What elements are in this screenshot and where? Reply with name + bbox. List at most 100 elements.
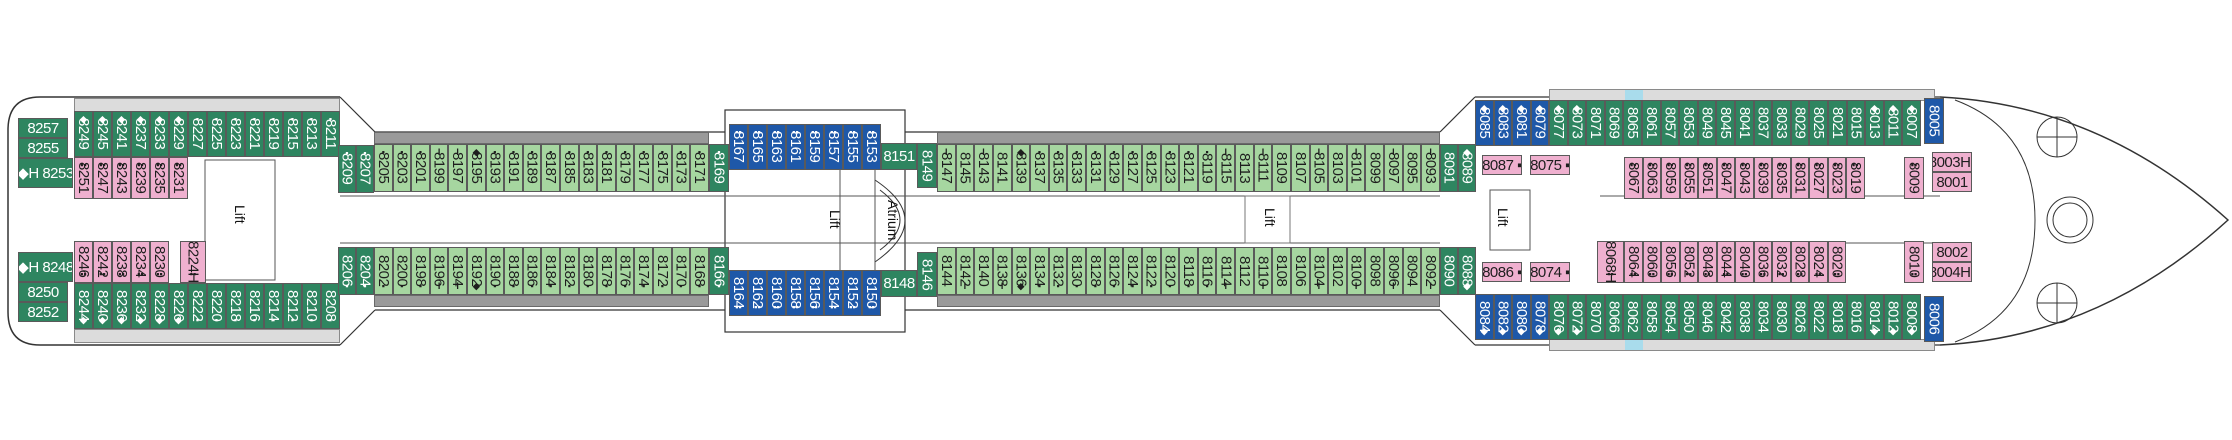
cabin-8060[interactable]: 8060▪▪ (1642, 241, 1661, 283)
cabin-8144[interactable]: 8144 (937, 247, 956, 295)
cabin-8103[interactable]: 8103 (1328, 144, 1347, 192)
cabin-8028[interactable]: 8028▪▪ (1790, 241, 1809, 283)
cabin-8113[interactable]: 8113 (1235, 144, 1254, 192)
cabin-8150[interactable]: 8150▪▪ (862, 270, 881, 316)
cabin-8246[interactable]: 8246▪▪ (74, 241, 93, 283)
cabin-8102[interactable]: 8102 (1328, 247, 1347, 295)
cabin-8252[interactable]: 8252 (18, 302, 68, 322)
cabin-8141[interactable]: 8141 (992, 144, 1012, 192)
cabin-8224H[interactable]: 8224H▪▪ (180, 241, 206, 283)
cabin-8082[interactable]: 8082◆ (1493, 294, 1512, 340)
cabin-8081[interactable]: 8081◆ (1512, 100, 1531, 146)
cabin-8148[interactable]: 8148 (881, 270, 917, 297)
cabin-8121[interactable]: 8121▪ (1179, 144, 1198, 192)
cabin-8190[interactable]: 8190▪ (485, 247, 505, 295)
cabin-8237[interactable]: 8237◆ (131, 111, 150, 157)
cabin-8139[interactable]: 8139◆ (1011, 144, 1031, 192)
cabin-8048[interactable]: 8048▪▪ (1698, 241, 1717, 283)
cabin-8134[interactable]: 8134▪ (1030, 247, 1049, 295)
cabin-8073[interactable]: 8073◆ (1567, 100, 1587, 146)
cabin-8154[interactable]: 8154▪▪ (824, 270, 843, 316)
cabin-8212[interactable]: 8212▪ (283, 283, 302, 329)
cabin-8127[interactable]: 8127▪ (1123, 144, 1142, 192)
cabin-8031[interactable]: 8031▪▪ (1790, 157, 1809, 199)
cabin-8056[interactable]: 8056▪▪ (1661, 241, 1680, 283)
cabin-8040[interactable]: 8040▪▪ (1735, 241, 1754, 283)
cabin-8099[interactable]: 8099 (1365, 144, 1385, 192)
cabin-8135[interactable]: 8135▪ (1048, 144, 1068, 192)
cabin-8176[interactable]: 8176▪ (615, 247, 635, 295)
cabin-8244[interactable]: 8244◆ (74, 283, 93, 329)
cabin-8198[interactable]: 8198▪ (411, 247, 430, 295)
cabin-8065[interactable]: 8065 (1623, 100, 1642, 146)
cabin-8119[interactable]: 8119▪ (1197, 144, 1217, 192)
cabin-8050[interactable]: 8050 (1679, 294, 1698, 340)
cabin-8070[interactable]: 8070 (1586, 294, 1605, 340)
cabin-8013[interactable]: 8013◆ (1865, 100, 1884, 146)
cabin-8172[interactable]: 8172▪ (653, 247, 672, 295)
cabin-8069[interactable]: 8069 (1604, 100, 1624, 146)
cabin-8168[interactable]: 8168▪ (690, 247, 709, 295)
cabin-8053[interactable]: 8053 (1679, 100, 1698, 146)
cabin-8232[interactable]: 8232◆ (131, 283, 150, 329)
cabin-8151[interactable]: 8151 (881, 143, 917, 170)
cabin-8007[interactable]: 8007◆ (1902, 100, 1921, 146)
cabin-8242[interactable]: 8242▪▪ (93, 241, 112, 283)
cabin-8159[interactable]: 8159▪▪ (805, 124, 824, 170)
cabin-8132[interactable]: 8132▪ (1048, 247, 1068, 295)
cabin-8220[interactable]: 8220▪ (207, 283, 226, 329)
cabin-8235[interactable]: 8235▪▪ (150, 157, 169, 199)
cabin-8216[interactable]: 8216▪ (245, 283, 264, 329)
cabin-8152[interactable]: 8152▪▪ (843, 270, 862, 316)
cabin-8039[interactable]: 8039▪▪ (1753, 157, 1772, 199)
cabin-8035[interactable]: 8035▪▪ (1772, 157, 1791, 199)
cabin-8214[interactable]: 8214▪ (264, 283, 283, 329)
cabin-8209[interactable]: 8209▪ (338, 145, 356, 193)
cabin-8177[interactable]: 8177▪ (634, 144, 653, 192)
cabin-8247[interactable]: 8247▪▪ (93, 157, 112, 199)
cabin-8091[interactable]: 8091 (1440, 144, 1458, 192)
cabin-8106[interactable]: 8106 (1290, 247, 1310, 295)
cabin-8208[interactable]: 8208▪ (321, 283, 340, 329)
cabin-8225[interactable]: 8225▪ (207, 111, 226, 157)
cabin-8140[interactable]: 8140 (974, 247, 993, 295)
cabin-8118[interactable]: 8118▪ (1179, 247, 1198, 295)
cabin-8027[interactable]: 8027▪▪ (1809, 157, 1828, 199)
cabin-8243[interactable]: 8243▪▪ (112, 157, 131, 199)
cabin-8011[interactable]: 8011◆ (1883, 100, 1903, 146)
cabin-8029[interactable]: 8029 (1790, 100, 1810, 146)
cabin-8008[interactable]: 8008◆ (1902, 294, 1921, 340)
cabin-8123[interactable]: 8123▪ (1160, 144, 1180, 192)
cabin-8161[interactable]: 8161▪▪ (786, 124, 805, 170)
cabin-8223[interactable]: 8223▪ (226, 111, 245, 157)
cabin-8038[interactable]: 8038 (1735, 294, 1754, 340)
cabin-8063[interactable]: 8063▪▪ (1642, 157, 1661, 199)
cabin-8221[interactable]: 8221▪ (245, 111, 264, 157)
cabin-8219[interactable]: 8219▪ (264, 111, 283, 157)
cabin-8002[interactable]: 8002 (1932, 242, 1972, 262)
cabin-8116[interactable]: 8116▪ (1197, 247, 1217, 295)
cabin-8250[interactable]: 8250 (18, 282, 68, 302)
cabin-8218[interactable]: 8218▪ (226, 283, 245, 329)
cabin-8042[interactable]: 8042 (1716, 294, 1735, 340)
cabin-8083[interactable]: 8083◆ (1493, 100, 1512, 146)
cabin-8079[interactable]: 8079◆ (1530, 100, 1549, 146)
cabin-8189[interactable]: 8189▪ (522, 144, 542, 192)
cabin-8120[interactable]: 8120▪ (1160, 247, 1180, 295)
cabin-8186[interactable]: 8186▪ (522, 247, 542, 295)
cabin-8178[interactable]: 8178▪ (597, 247, 616, 295)
cabin-8030[interactable]: 8030 (1772, 294, 1791, 340)
cabin-8005[interactable]: 8005 (1924, 98, 1944, 144)
cabin-8203[interactable]: 8203▪ (392, 144, 412, 192)
cabin-8109[interactable]: 8109 (1272, 144, 1291, 192)
cabin-8187[interactable]: 8187▪ (541, 144, 560, 192)
cabin-8227[interactable]: 8227▪ (188, 111, 207, 157)
cabin-8179[interactable]: 8179▪ (615, 144, 635, 192)
cabin-8024[interactable]: 8024▪▪ (1809, 241, 1828, 283)
